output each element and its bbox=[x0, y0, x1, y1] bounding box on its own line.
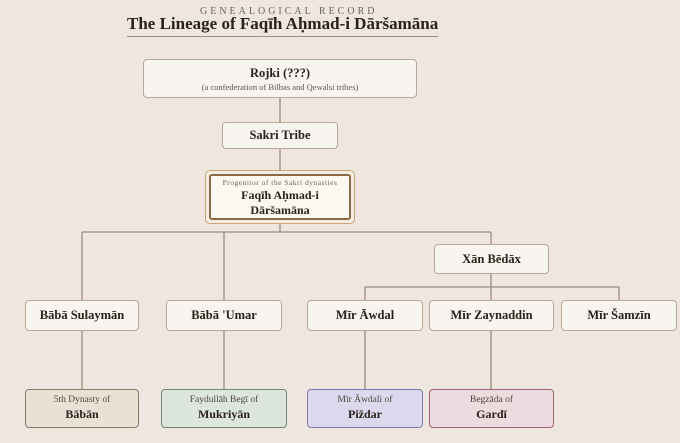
dynasty-mukriyan[interactable]: Faydullāh Begī of Mukriyān bbox=[161, 389, 287, 428]
progenitor-name-line1: Faqīh Aḥmad-i bbox=[241, 187, 319, 202]
dynasty-pizdar[interactable]: Mīr Āwdali of Piždar bbox=[307, 389, 423, 428]
node-mir-awdal-label: Mīr Āwdal bbox=[335, 308, 395, 322]
page-title: The Lineage of Faqīh Aḥmad-i Dāršamāna bbox=[127, 14, 439, 37]
node-mir-samzin[interactable]: Mīr Šamzīn bbox=[561, 300, 677, 331]
dynasty-gardi-line2: Gardī bbox=[476, 407, 507, 421]
node-rojki-label: Rojki (???) bbox=[249, 65, 311, 80]
dynasty-mukriyan-line1: Faydullāh Begī of bbox=[189, 395, 259, 405]
node-mir-awdal[interactable]: Mīr Āwdal bbox=[307, 300, 423, 331]
node-mir-zaynaddin[interactable]: Mīr Zaynaddin bbox=[429, 300, 554, 331]
node-sakri-tribe-label: Sakri Tribe bbox=[249, 128, 311, 142]
node-mir-samzin-label: Mīr Šamzīn bbox=[587, 308, 651, 322]
dynasty-pizdar-line1: Mīr Āwdali of bbox=[337, 395, 393, 405]
node-baba-sulayman[interactable]: Bābā Sulaymān bbox=[25, 300, 139, 331]
node-baba-sulayman-label: Bābā Sulaymān bbox=[39, 308, 125, 322]
node-baba-umar-label: Bābā 'Umar bbox=[191, 308, 257, 322]
dynasty-gardi-line1: Begzāda of bbox=[470, 395, 513, 405]
dynasty-gardi[interactable]: Begzāda of Gardī bbox=[429, 389, 554, 428]
dynasty-baban[interactable]: 5th Dynasty of Bābān bbox=[25, 389, 139, 428]
node-rojki-note: (a confederation of Bilbas and Qewalsi t… bbox=[201, 81, 359, 92]
dynasty-mukriyan-line2: Mukriyān bbox=[197, 407, 250, 421]
node-progenitor[interactable]: Progenitor of the Sakri dynasties Faqīh … bbox=[205, 170, 355, 224]
node-xan-bedax[interactable]: Xān Bēdāx bbox=[434, 244, 549, 274]
dynasty-baban-line2: Bābān bbox=[65, 407, 99, 421]
dynasty-baban-line1: 5th Dynasty of bbox=[53, 395, 111, 405]
node-xan-bedax-label: Xān Bēdāx bbox=[462, 251, 521, 266]
node-rojki[interactable]: Rojki (???) (a confederation of Bilbas a… bbox=[143, 59, 417, 98]
progenitor-caption: Progenitor of the Sakri dynasties bbox=[222, 177, 338, 187]
progenitor-name-line2: Dāršamāna bbox=[250, 202, 310, 217]
node-sakri-tribe[interactable]: Sakri Tribe bbox=[222, 122, 338, 149]
dynasty-pizdar-line2: Piždar bbox=[348, 407, 382, 421]
record-kicker: GENEALOGICAL RECORD bbox=[200, 6, 378, 17]
node-progenitor-inner: Progenitor of the Sakri dynasties Faqīh … bbox=[209, 174, 351, 220]
node-baba-umar[interactable]: Bābā 'Umar bbox=[166, 300, 282, 331]
node-mir-zaynaddin-label: Mīr Zaynaddin bbox=[450, 308, 533, 322]
